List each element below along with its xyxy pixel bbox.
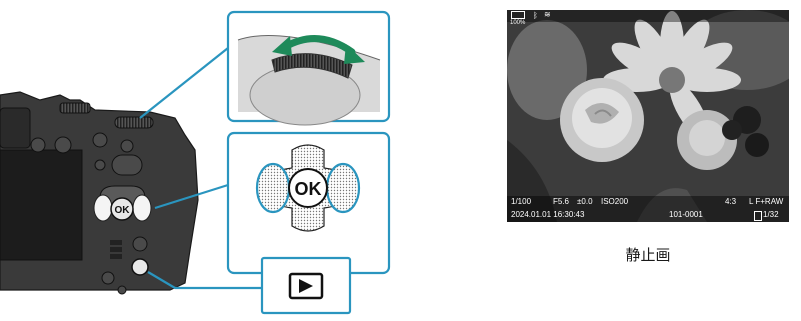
aspect-ratio: 4:3	[725, 197, 736, 206]
flower-photo	[507, 10, 789, 222]
playback-button-small	[132, 259, 148, 275]
playback-screen: 100% ᛒ ≋ 1/100 F5.6 ±0.0 ISO200 4:3 L F+…	[507, 10, 789, 222]
iso-value: ISO200	[601, 197, 628, 206]
battery-level: 100%	[510, 19, 525, 28]
ok-label: OK	[295, 179, 322, 199]
capture-datetime: 2024.01.01 16:30:43	[511, 210, 584, 219]
playback-callout	[262, 258, 350, 313]
ok-label-small: OK	[115, 205, 131, 216]
file-number: 101-0001	[669, 210, 703, 219]
left-button-highlight	[257, 164, 289, 212]
frame-counter: 1/32	[763, 210, 779, 219]
card-slot-icon	[754, 211, 762, 221]
right-button-highlight	[327, 164, 359, 212]
aperture-value: F5.6	[553, 197, 569, 206]
camera-illustration: OK OK	[0, 0, 470, 321]
shutter-speed: 1/100	[511, 197, 531, 206]
exposure-compensation: ±0.0	[577, 197, 593, 206]
arrow-pad-small: OK	[94, 186, 151, 221]
image-quality: L F+RAW	[749, 197, 783, 206]
wifi-icon: ≋	[544, 10, 551, 19]
bluetooth-icon: ᛒ	[533, 11, 538, 20]
camera-body: OK	[0, 92, 198, 294]
arrow-pad-callout: OK	[228, 133, 389, 273]
photo-caption: 静止画	[600, 244, 696, 265]
battery-icon	[511, 11, 525, 19]
dial-callout	[228, 12, 389, 125]
